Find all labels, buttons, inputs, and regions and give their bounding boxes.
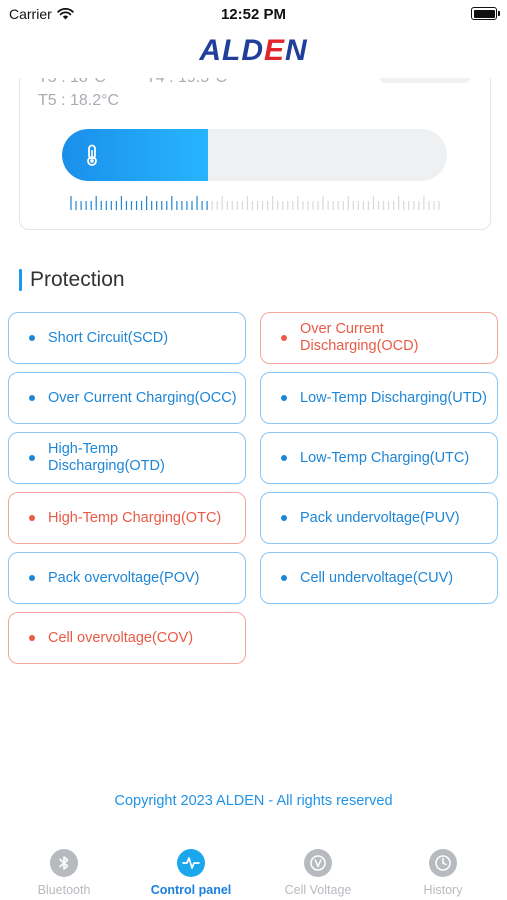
status-dot [29, 635, 35, 641]
protection-cov[interactable]: Cell overvoltage(COV) [8, 612, 246, 664]
protection-label: Cell undervoltage(CUV) [300, 569, 454, 586]
tab-label: Control panel [150, 883, 232, 897]
protection-ocd[interactable]: Over Current Discharging(OCD) [260, 312, 498, 364]
clock-icon [429, 849, 457, 877]
tab-bar: Bluetooth Control panel Cell Voltage His… [0, 842, 507, 900]
protection-title: Protection [30, 268, 125, 291]
protection-utc[interactable]: Low-Temp Charging(UTC) [260, 432, 498, 484]
protection-label: Cell overvoltage(COV) [48, 629, 194, 646]
battery-icon [471, 7, 500, 20]
temperature-scale [70, 196, 440, 210]
protection-scd[interactable]: Short Circuit(SCD) [8, 312, 246, 364]
card-pill [380, 78, 470, 83]
protection-label: Pack overvoltage(POV) [48, 569, 200, 586]
temperature-card: T3 : 18°C T4 : 19.5°C T5 : 18.2°C [19, 78, 491, 230]
status-time: 12:52 PM [220, 6, 287, 23]
protection-label: Low-Temp Charging(UTC) [300, 449, 470, 466]
copyright-text: Copyright 2023 ALDEN - All rights reserv… [114, 793, 393, 809]
pulse-icon [177, 849, 205, 877]
tab-label: Cell Voltage [284, 883, 352, 897]
logo-text-accent: E [263, 34, 285, 67]
brand-logo: ALDEN [0, 34, 507, 68]
temperature-bar-fill [62, 129, 209, 181]
carrier-info: Carrier [9, 6, 74, 22]
protection-label: Over Current Discharging(OCD) [300, 321, 419, 354]
protection-label: Low-Temp Discharging(UTD) [300, 389, 487, 406]
bluetooth-icon [50, 849, 78, 877]
protection-otc[interactable]: High-Temp Charging(OTC) [8, 492, 246, 544]
protection-cuv[interactable]: Cell undervoltage(CUV) [260, 552, 498, 604]
status-dot [29, 515, 35, 521]
status-bar: Carrier 12:52 PM [0, 0, 507, 30]
temperature-bar [62, 129, 447, 181]
status-dot [29, 395, 35, 401]
protection-label: Pack undervoltage(PUV) [300, 509, 460, 526]
tab-bluetooth[interactable]: Bluetooth [9, 849, 119, 897]
voltage-icon [304, 849, 332, 877]
tab-history[interactable]: History [388, 849, 498, 897]
status-dot [29, 455, 35, 461]
status-dot [281, 575, 287, 581]
temp-sensor-t3: T3 : 18°C [38, 78, 106, 87]
temp-sensor-t4: T4 : 19.5°C [146, 78, 227, 87]
status-dot [29, 335, 35, 341]
tab-label: Bluetooth [37, 883, 91, 897]
protection-label: Over Current Charging(OCC) [48, 389, 237, 406]
control-panel-content[interactable]: T3 : 18°C T4 : 19.5°C T5 : 18.2°C Protec… [0, 78, 507, 838]
wifi-icon [57, 8, 74, 20]
protection-pov[interactable]: Pack overvoltage(POV) [8, 552, 246, 604]
section-accent-bar [19, 269, 22, 291]
protection-utd[interactable]: Low-Temp Discharging(UTD) [260, 372, 498, 424]
protection-label: High-Temp Charging(OTC) [48, 509, 222, 526]
temp-sensor-t5: T5 : 18.2°C [38, 92, 120, 109]
tab-cell-voltage[interactable]: Cell Voltage [263, 849, 373, 897]
thermometer-icon [87, 144, 97, 166]
tab-label: History [423, 883, 463, 897]
status-dot [281, 455, 287, 461]
protection-label: Short Circuit(SCD) [48, 329, 169, 346]
protection-occ[interactable]: Over Current Charging(OCC) [8, 372, 246, 424]
logo-text-main: ALD [199, 34, 264, 67]
status-dot [281, 395, 287, 401]
carrier-label: Carrier [9, 6, 52, 22]
protection-label: High-Temp Discharging(OTD) [48, 441, 165, 474]
tab-control-panel[interactable]: Control panel [136, 849, 246, 897]
status-dot [281, 515, 287, 521]
protection-puv[interactable]: Pack undervoltage(PUV) [260, 492, 498, 544]
protection-section-title: Protection [19, 268, 125, 292]
logo-text-end: N [285, 34, 308, 67]
status-dot [29, 575, 35, 581]
protection-otd[interactable]: High-Temp Discharging(OTD) [8, 432, 246, 484]
status-dot [281, 335, 287, 341]
